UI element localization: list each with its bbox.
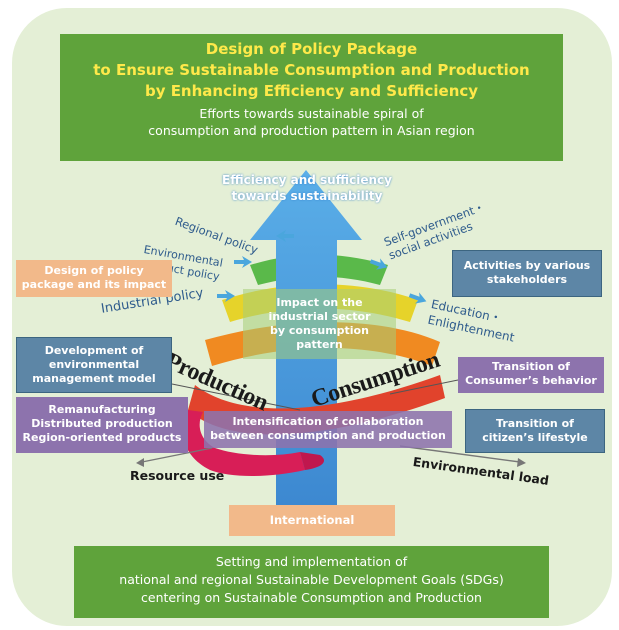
international-cooperation-box: International cooperation: [229, 505, 395, 558]
remanufacturing-box: Remanufacturing Distributed production R…: [16, 397, 188, 453]
environmental-policy-arrow: [234, 256, 252, 268]
environmental-load-arrow: [399, 445, 521, 463]
citizen-lifestyle-box: Transition of citizen’s lifestyle: [465, 409, 605, 453]
header-title: Design of Policy Package to Ensure Susta…: [93, 40, 530, 100]
collaboration-box: Intensification of collaboration between…: [204, 411, 452, 448]
connector-development: [171, 383, 301, 411]
spiral-band-pink-front: [183, 410, 305, 476]
header-subtitle: Efforts towards sustainable spiral of co…: [148, 106, 475, 138]
resource-use-label: Resource use: [130, 468, 225, 483]
sdg-footer-box: Setting and implementation of national a…: [74, 546, 549, 618]
consumer-behavior-box: Transition of Consumer’s behavior: [458, 357, 604, 393]
resource-use-arrow: [141, 447, 213, 463]
development-box: Development of environmental management …: [16, 337, 172, 393]
design-policy-box: Design of policy package and its impact: [16, 260, 172, 297]
spiral-band-magenta-tail: [300, 452, 325, 470]
policy-package-header: Design of Policy Package to Ensure Susta…: [60, 34, 563, 161]
self-government-arrow: [369, 258, 388, 270]
education-arrow: [408, 292, 427, 304]
regional-policy-arrow: [276, 230, 294, 242]
activities-box: Activities by various stakeholders: [452, 250, 602, 297]
industrial-policy-arrow: [217, 290, 235, 302]
impact-box: Impact on the industrial sector by consu…: [243, 289, 396, 359]
efficiency-label: Efficiency and sufficiency towards susta…: [222, 173, 392, 203]
connector-consumer: [389, 379, 459, 395]
